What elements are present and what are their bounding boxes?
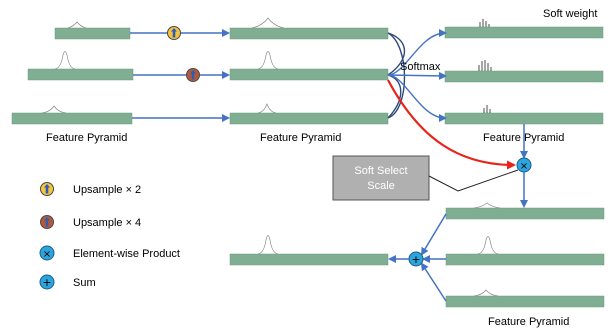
sum-arrow-3 <box>420 262 447 302</box>
upsample-x2-icon <box>167 26 181 40</box>
soft-weight-level-1-bar <box>444 26 604 39</box>
pyramid-1-level-2-bar <box>27 68 134 81</box>
pyramid-1-caption: Feature Pyramid <box>46 132 127 144</box>
sum-node: + <box>408 251 424 267</box>
legend-product-icon: × <box>39 245 55 261</box>
pyramid-4: Feature Pyramid <box>445 202 605 328</box>
soft-weight-level-3-spikes <box>483 105 491 113</box>
legend-upsample4-label: Upsample × 4 <box>73 217 141 229</box>
soft-select-line1: Soft Select <box>354 165 407 177</box>
pyramid-1-level-1-peak <box>67 21 87 29</box>
pyramid-2-level-2-bar <box>229 68 389 81</box>
softmax-fan-1 <box>387 29 447 76</box>
soft-weight-level-3-bar <box>444 112 604 125</box>
legend-product-symbol: × <box>43 249 51 260</box>
softmax-label: Softmax <box>400 61 441 73</box>
pyramid-4-level-2-bar <box>445 253 605 266</box>
pyramid-2-level-2-peak <box>257 51 279 70</box>
upsample-x4-icon <box>186 68 200 82</box>
soft-weight-label: Soft weight <box>543 8 597 20</box>
softmax-fan-3 <box>387 74 447 122</box>
legend-sum-label: Sum <box>73 277 96 289</box>
pyramid-4-level-1-peak <box>473 202 501 209</box>
soft-select-leader <box>428 169 519 192</box>
upsample-arrows <box>130 26 230 122</box>
product-symbol: × <box>520 161 528 172</box>
soft-weight-level-2-bar <box>444 70 604 83</box>
legend-sum-symbol: + <box>42 276 51 289</box>
softmax-fan-2 <box>387 71 447 80</box>
pyramid-2-level-3-peak <box>257 103 277 114</box>
legend-upsample2-icon <box>40 182 54 196</box>
pyramid-1-level-3-peak <box>41 105 67 114</box>
red-arrow <box>387 79 516 170</box>
pyramid-1-level-3-bar <box>11 112 133 125</box>
legend-upsample4-icon <box>40 215 54 229</box>
pyramid-1-level-1-bar <box>54 27 131 40</box>
legend-product-label: Element-wise Product <box>73 248 180 260</box>
softmax-connectors <box>387 29 447 122</box>
softmax-curve-3 <box>387 74 402 119</box>
output-bar <box>229 253 389 266</box>
pyramid-4-level-2-peak <box>477 236 499 255</box>
output-peak <box>257 235 279 255</box>
soft-select-callout: Soft Select Scale <box>332 155 519 201</box>
softmax-curve-1 <box>387 32 406 119</box>
pyramid-1: Feature Pyramid <box>11 21 134 144</box>
pyramid-4-level-3-peak <box>473 289 499 297</box>
pyramid-1-level-2-peak <box>54 51 76 70</box>
element-wise-product-node: × <box>516 157 532 173</box>
legend: Upsample × 2 Upsample × 4 × Element-wise… <box>39 182 180 290</box>
legend-sum-icon: + <box>39 274 55 290</box>
pyramid-2-level-1-peak <box>251 17 285 29</box>
pyramid-2: Feature Pyramid <box>229 17 389 144</box>
soft-select-line2: Scale <box>367 180 395 192</box>
sum-symbol: + <box>411 253 420 266</box>
sum-arrow-1 <box>420 213 447 256</box>
soft-weight-level-2-spikes <box>478 60 492 71</box>
pyramid-4-caption: Feature Pyramid <box>488 316 569 328</box>
legend-upsample2-label: Upsample × 2 <box>73 184 141 196</box>
pyramid-2-level-3-bar <box>229 112 389 125</box>
pyramid-2-caption: Feature Pyramid <box>260 132 341 144</box>
pyramid-2-level-1-bar <box>229 27 389 40</box>
softmax-curve-2 <box>387 32 405 76</box>
pyramid-4-level-1-bar <box>445 207 605 220</box>
soft-weight-level-1-spikes <box>479 19 490 27</box>
pyramid-4-level-3-bar <box>445 295 605 308</box>
soft-select-box <box>332 155 430 201</box>
output-feature <box>229 235 389 266</box>
soft-weight-pyramid: Soft weight Feature Pyramid <box>444 8 604 144</box>
sum-input-arrows <box>420 213 447 302</box>
